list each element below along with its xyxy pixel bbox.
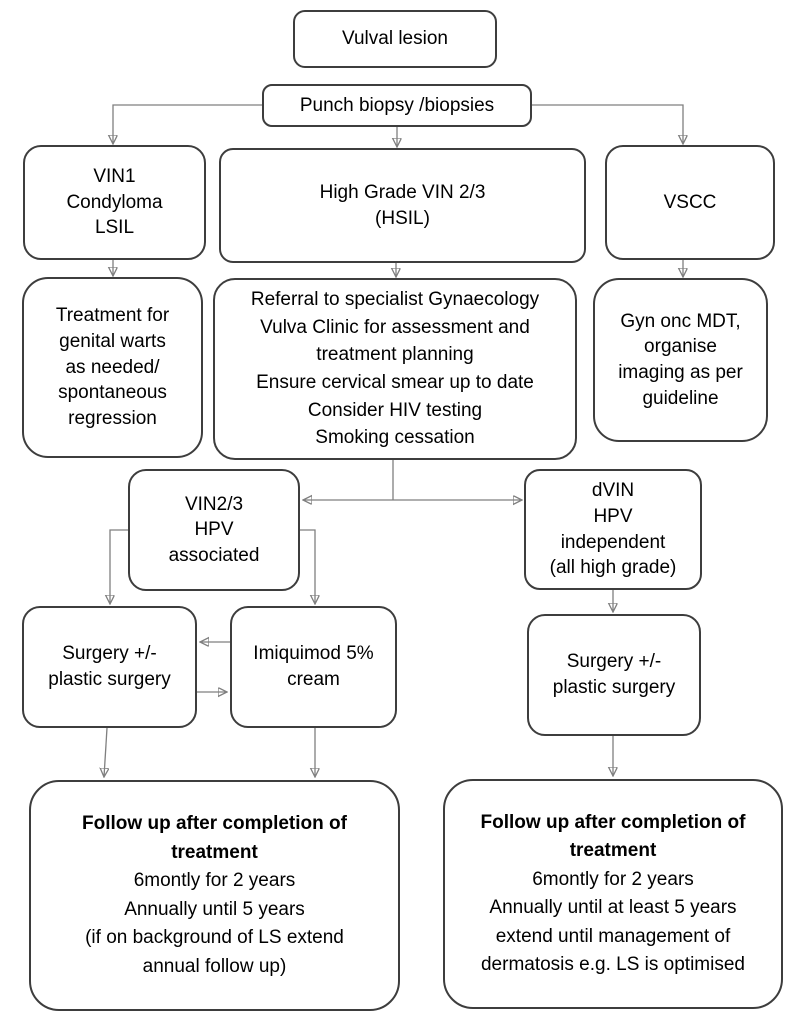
- node-followup-hpv-title: Follow up after completion of treatment: [82, 813, 347, 863]
- node-specialist-referral: Referral to specialist Gynaecology Vulva…: [213, 278, 577, 460]
- node-punch-biopsy-label: Punch biopsy /biopsies: [299, 94, 495, 116]
- node-gyn-onc-mdt: Gyn onc MDT, organise imaging as per gui…: [593, 278, 768, 442]
- node-surgery-hpv: Surgery +/- plastic surgery: [22, 606, 197, 728]
- node-vin23-hpv-associated: VIN2/3 HPV associated: [128, 469, 300, 591]
- node-surgery-dvin-label: Surgery +/- plastic surgery: [552, 651, 676, 698]
- connector-vin23-to-imiquimod: [300, 529, 315, 604]
- node-followup-dvin-title: Follow up after completion of treatment: [480, 811, 746, 862]
- node-punch-biopsy: Punch biopsy /biopsies: [262, 84, 532, 127]
- node-surgery-hpv-label: Surgery +/- plastic surgery: [48, 643, 171, 690]
- node-imiquimod-cream-label: Imiquimod 5% cream: [253, 643, 374, 690]
- node-vulval-lesion-label: Vulval lesion: [342, 28, 448, 50]
- node-followup-dvin: Follow up after completion of treatment …: [443, 779, 783, 1009]
- node-followup-dvin-body: 6montly for 2 years Annually until at le…: [480, 868, 745, 976]
- node-high-grade-vin: High Grade VIN 2/3 (HSIL): [219, 148, 586, 263]
- connector-punch-to-vin1: [113, 104, 262, 144]
- node-followup-hpv: Follow up after completion of treatment …: [29, 780, 400, 1011]
- node-dvin-hpv-independent: dVIN HPV independent (all high grade): [524, 469, 702, 590]
- node-vin1-condyloma-lsil: VIN1 Condyloma LSIL: [23, 145, 206, 260]
- node-genital-warts-treatment-label: Treatment for genital warts as needed/ s…: [55, 305, 170, 429]
- node-imiquimod-cream: Imiquimod 5% cream: [230, 606, 397, 728]
- connector-vin23-to-surgery: [110, 529, 128, 604]
- node-vscc: VSCC: [605, 145, 775, 260]
- node-high-grade-vin-label: High Grade VIN 2/3 (HSIL): [319, 181, 486, 229]
- node-gyn-onc-mdt-label: Gyn onc MDT, organise imaging as per gui…: [618, 310, 743, 409]
- node-genital-warts-treatment: Treatment for genital warts as needed/ s…: [22, 277, 203, 458]
- node-vin23-hpv-associated-label: VIN2/3 HPV associated: [168, 493, 260, 566]
- node-vulval-lesion: Vulval lesion: [293, 10, 497, 68]
- node-surgery-dvin: Surgery +/- plastic surgery: [527, 614, 701, 736]
- node-vscc-label: VSCC: [663, 191, 717, 213]
- connector-surgery-to-followup1: [104, 727, 107, 777]
- node-specialist-referral-label: Referral to specialist Gynaecology Vulva…: [250, 289, 540, 449]
- node-followup-hpv-body: 6montly for 2 years Annually until 5 yea…: [85, 870, 344, 977]
- node-dvin-hpv-independent-label: dVIN HPV independent (all high grade): [549, 480, 677, 579]
- connector-punch-to-vscc: [532, 104, 683, 144]
- node-vin1-condyloma-lsil-label: VIN1 Condyloma LSIL: [66, 166, 163, 239]
